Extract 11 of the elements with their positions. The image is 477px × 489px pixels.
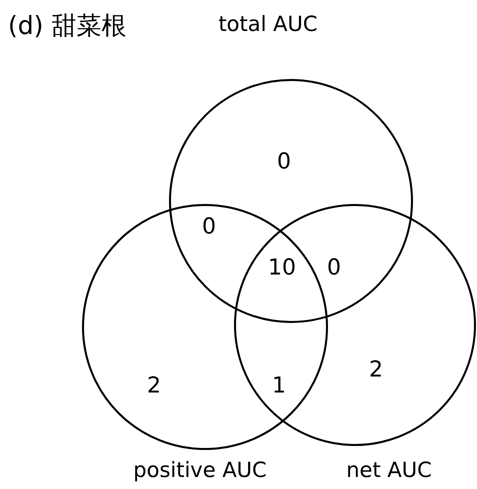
region-count: 10 [268,256,296,280]
region-count: 2 [147,374,161,398]
region-count: 0 [202,214,216,240]
region-count: 0 [327,256,341,280]
region-count: 1 [272,374,286,398]
region-count: 2 [369,358,383,382]
set-label: positive AUC [133,458,267,482]
region-count: 0 [277,150,291,174]
title: (d) 甜菜根 [8,10,126,42]
set-label: net AUC [346,458,432,482]
set-label: total AUC [218,12,318,36]
